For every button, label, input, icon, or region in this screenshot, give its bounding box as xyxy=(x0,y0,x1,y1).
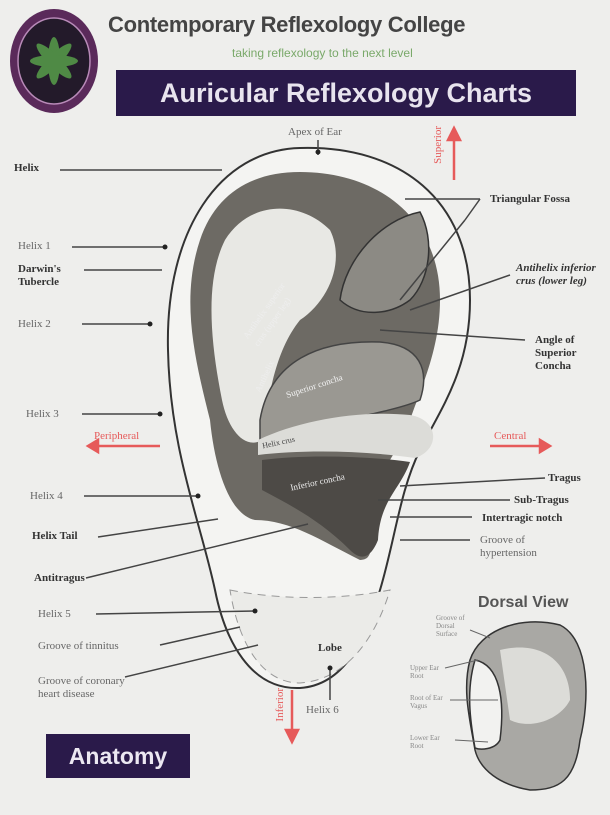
label-groove-hypertension: Groove of hypertension xyxy=(480,534,537,559)
triangular-fossa xyxy=(339,211,430,314)
label-groove-coronary: Groove of coronary heart disease xyxy=(38,675,125,700)
label-helix-5: Helix 5 xyxy=(38,608,71,620)
label-sub-tragus: Sub-Tragus xyxy=(514,494,569,506)
label-lobe: Lobe xyxy=(318,642,342,654)
label-antitragus: Antitragus xyxy=(34,572,85,584)
label-angle-superior-concha: Angle of Superior Concha xyxy=(535,334,577,372)
label-helix-3: Helix 3 xyxy=(26,408,59,420)
dorsal-view-title: Dorsal View xyxy=(478,594,569,611)
direction-arrows xyxy=(85,125,553,745)
helix-crus-region xyxy=(258,413,434,458)
label-helix-1: Helix 1 xyxy=(18,240,51,252)
label-helix-tail: Helix Tail xyxy=(32,530,78,542)
label-upper-ear-root: Upper Ear Root xyxy=(410,664,439,680)
label-groove-tinnitus: Groove of tinnitus xyxy=(38,640,119,652)
label-apex-of-ear: Apex of Ear xyxy=(288,126,342,138)
college-logo xyxy=(8,6,100,116)
label-intertragic-notch: Intertragic notch xyxy=(482,512,563,524)
label-central: Central xyxy=(494,430,527,442)
label-helix-4: Helix 4 xyxy=(30,490,63,502)
tagline: taking reflexology to the next level xyxy=(232,46,413,60)
label-triangular-fossa: Triangular Fossa xyxy=(490,193,570,205)
leader-lines xyxy=(60,140,546,700)
college-name: Contemporary Reflexology College xyxy=(108,12,466,37)
label-darwins-tubercle: Darwin's Tubercle xyxy=(18,263,61,288)
label-helix-6: Helix 6 xyxy=(306,704,339,716)
lobe-region xyxy=(229,589,391,684)
anatomy-section-label: Anatomy xyxy=(46,734,190,778)
label-inferior: Inferior xyxy=(274,688,286,722)
label-groove-dorsal-surface: Groove of Dorsal Surface xyxy=(436,614,465,638)
label-helix-2: Helix 2 xyxy=(18,318,51,330)
label-root-ear-vagus: Root of Ear Vagus xyxy=(410,694,443,710)
point-markers xyxy=(147,149,333,671)
label-superior: Superior xyxy=(432,126,444,164)
label-tragus: Tragus xyxy=(548,472,581,484)
antihelix-region xyxy=(211,208,336,443)
label-peripheral: Peripheral xyxy=(94,430,140,442)
chart-title-banner: Auricular Reflexology Charts xyxy=(116,70,576,116)
label-lower-ear-root: Lower Ear Root xyxy=(410,734,440,750)
label-antihelix-inferior-crus: Antihelix inferior crus (lower leg) xyxy=(516,262,596,287)
label-helix: Helix xyxy=(14,162,40,174)
dorsal-ear-diagram xyxy=(444,621,587,791)
inferior-concha-region xyxy=(262,456,410,557)
